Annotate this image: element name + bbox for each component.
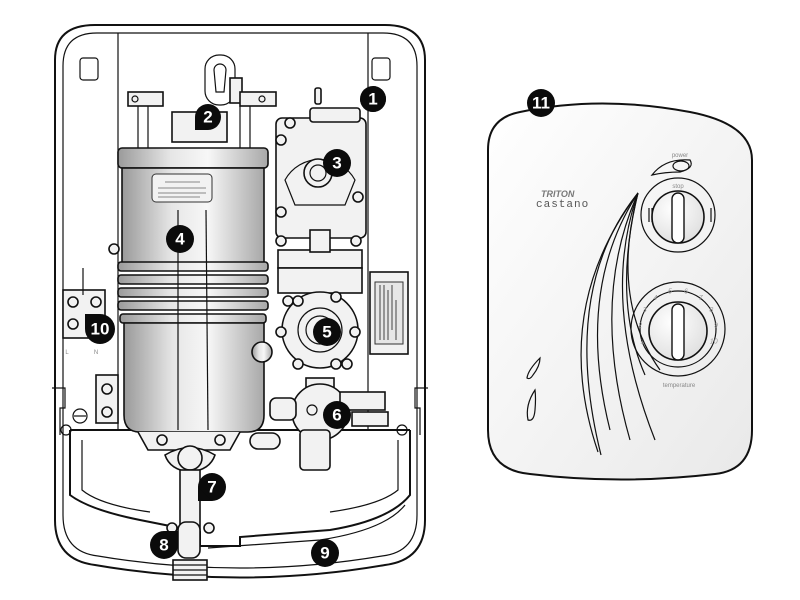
decorative-swoosh-icon bbox=[580, 192, 661, 456]
temperature-label: temperature bbox=[663, 383, 696, 389]
svg-text:2: 2 bbox=[203, 108, 212, 127]
callout-8: 8 bbox=[150, 531, 178, 559]
callout-9: 9 bbox=[311, 539, 339, 567]
component-5-pressure-valve bbox=[275, 267, 363, 370]
backplate bbox=[52, 24, 428, 579]
temperature-scale-1: 1 bbox=[640, 339, 644, 346]
stop-dial[interactable] bbox=[640, 177, 716, 253]
terminal-label-l: L bbox=[65, 350, 69, 356]
temperature-scale-5: 5 bbox=[668, 288, 672, 295]
power-label: power bbox=[672, 153, 688, 159]
svg-text:1: 1 bbox=[368, 90, 377, 109]
svg-text:4: 4 bbox=[175, 230, 185, 249]
power-button[interactable] bbox=[650, 159, 692, 176]
callout-4: 4 bbox=[166, 225, 194, 253]
cover-model: castano bbox=[536, 199, 589, 211]
component-3-valve-assembly bbox=[275, 87, 367, 269]
earth-terminal bbox=[72, 374, 119, 424]
temperature-scale-3: 3 bbox=[643, 307, 647, 314]
temperature-scale-2: 2 bbox=[637, 323, 642, 330]
callout-5: 5 bbox=[313, 318, 341, 346]
temperature-scale-10: 10 bbox=[710, 339, 718, 346]
callout-7: 7 bbox=[198, 473, 226, 501]
temperature-scale-6: 6 bbox=[684, 288, 688, 295]
svg-text:5: 5 bbox=[322, 323, 331, 342]
temperature-scale-8: 8 bbox=[709, 307, 713, 314]
component-9-cable-channel bbox=[207, 504, 406, 549]
svg-text:7: 7 bbox=[207, 478, 216, 497]
temperature-scale-9: 9 bbox=[714, 323, 718, 330]
cover-brand: TRITON bbox=[541, 189, 575, 199]
component-7-outlet-pipe bbox=[179, 469, 201, 531]
temperature-scale-4: 4 bbox=[653, 295, 657, 302]
callout-10: 10 bbox=[85, 314, 115, 344]
svg-text:10: 10 bbox=[91, 320, 110, 339]
svg-text:3: 3 bbox=[332, 154, 341, 173]
component-4-heater-tank bbox=[108, 147, 281, 473]
temperature-scale-7: 7 bbox=[699, 295, 704, 302]
callout-2: 2 bbox=[195, 104, 221, 130]
callout-11: 11 bbox=[527, 89, 555, 117]
callout-3: 3 bbox=[323, 149, 351, 177]
callout-1: 1 bbox=[360, 86, 386, 112]
svg-text:11: 11 bbox=[532, 94, 550, 113]
callout-6: 6 bbox=[323, 401, 351, 429]
svg-text:8: 8 bbox=[159, 536, 168, 555]
svg-text:9: 9 bbox=[320, 544, 329, 563]
terminal-label-n: N bbox=[94, 350, 98, 356]
component-8-outlet-fitting bbox=[166, 521, 215, 581]
stop-label: stop bbox=[672, 184, 684, 190]
svg-text:6: 6 bbox=[332, 406, 341, 425]
circuit-label-plate bbox=[369, 271, 409, 355]
water-droplet-icon bbox=[526, 356, 541, 421]
